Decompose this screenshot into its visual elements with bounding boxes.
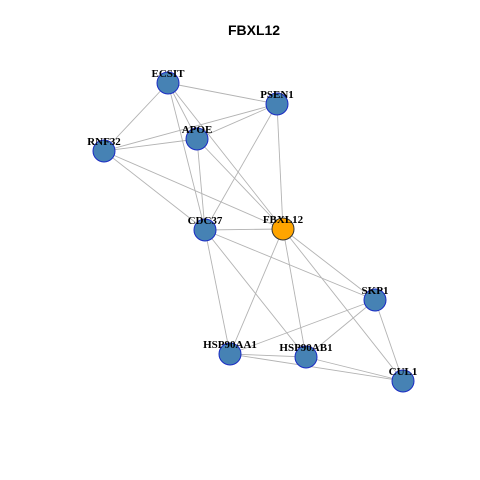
nodes-layer bbox=[92, 71, 415, 393]
edge-hsp90aa1-hsp90ab1 bbox=[229, 353, 307, 358]
edge-hsp90aa1-cul1 bbox=[229, 353, 404, 382]
edge-psen1-apoe bbox=[196, 103, 278, 140]
edge-fbxl12-skp1 bbox=[282, 228, 376, 301]
graph-title: FBXL12 bbox=[228, 22, 280, 38]
edge-fbxl12-hsp90ab1 bbox=[282, 228, 307, 358]
edge-fbxl12-cul1 bbox=[282, 228, 404, 382]
node-cdc37[interactable] bbox=[193, 218, 217, 242]
edge-psen1-rnf32 bbox=[103, 103, 278, 152]
node-hsp90aa1[interactable] bbox=[218, 342, 242, 366]
node-apoe[interactable] bbox=[185, 127, 209, 151]
edge-apoe-cdc37 bbox=[196, 138, 206, 231]
edge-ecsit-psen1 bbox=[167, 82, 278, 105]
edge-cdc37-fbxl12 bbox=[204, 228, 284, 231]
edge-rnf32-fbxl12 bbox=[103, 150, 284, 230]
node-ecsit[interactable] bbox=[156, 71, 180, 95]
edge-skp1-cul1 bbox=[374, 299, 404, 382]
node-label-psen1: PSEN1 bbox=[260, 89, 294, 101]
node-label-cdc37: CDC37 bbox=[188, 215, 223, 227]
edge-rnf32-cdc37 bbox=[103, 150, 206, 231]
node-label-fbxl12: FBXL12 bbox=[263, 214, 304, 226]
node-label-hsp90ab1: HSP90AB1 bbox=[279, 342, 332, 354]
node-rnf32[interactable] bbox=[92, 139, 116, 163]
node-skp1[interactable] bbox=[363, 288, 387, 312]
node-cul1[interactable] bbox=[391, 369, 415, 393]
node-label-apoe: APOE bbox=[182, 124, 213, 136]
edge-fbxl12-hsp90aa1 bbox=[229, 228, 284, 355]
edge-psen1-cdc37 bbox=[204, 103, 278, 231]
node-fbxl12[interactable] bbox=[271, 217, 295, 241]
edge-cdc37-hsp90aa1 bbox=[204, 229, 231, 355]
node-label-rnf32: RNF32 bbox=[87, 136, 121, 148]
node-label-ecsit: ECSIT bbox=[151, 68, 185, 80]
edge-rnf32-apoe bbox=[103, 138, 198, 152]
edge-hsp90ab1-cul1 bbox=[305, 356, 404, 382]
node-psen1[interactable] bbox=[265, 92, 289, 116]
node-hsp90ab1[interactable] bbox=[294, 345, 318, 369]
node-label-hsp90aa1: HSP90AA1 bbox=[203, 339, 257, 351]
node-label-skp1: SKP1 bbox=[362, 285, 389, 297]
edge-ecsit-cdc37 bbox=[167, 82, 206, 231]
edges-layer bbox=[103, 82, 404, 382]
edge-apoe-fbxl12 bbox=[196, 138, 284, 230]
edge-ecsit-fbxl12 bbox=[167, 82, 284, 230]
edge-skp1-hsp90ab1 bbox=[305, 299, 376, 358]
edge-cdc37-skp1 bbox=[204, 229, 376, 301]
node-label-cul1: CUL1 bbox=[389, 366, 418, 378]
edge-psen1-fbxl12 bbox=[276, 103, 284, 230]
edge-skp1-hsp90aa1 bbox=[229, 299, 376, 355]
edge-ecsit-rnf32 bbox=[103, 82, 169, 152]
